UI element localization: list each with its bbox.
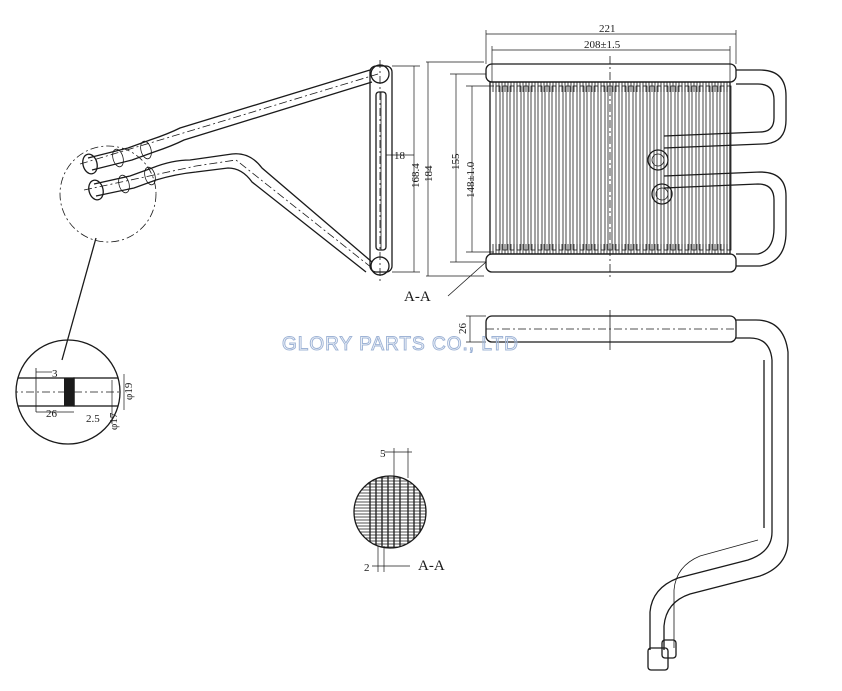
- dim-pipe-od: φ19: [123, 382, 135, 400]
- dim-height-core: 155: [450, 153, 462, 170]
- dim-height-outer: 184: [423, 165, 435, 182]
- section-label-main: A-A: [404, 289, 431, 305]
- dim-fin-pitch: 5: [380, 448, 386, 460]
- dim-thickness: 26: [457, 323, 469, 335]
- dim-overall-width: 221: [599, 23, 616, 35]
- dim-core-width: 208±1.5: [584, 39, 621, 51]
- fin-section-detail: [353, 448, 427, 572]
- dim-side-depth: 18: [394, 150, 406, 162]
- dim-pipe-id: φ17: [108, 412, 120, 430]
- pipe-end-detail: [15, 339, 125, 445]
- dim-pipe-wall: 2.5: [86, 413, 100, 425]
- side-view: [79, 60, 484, 282]
- top-view: [466, 310, 789, 671]
- section-label-detail: A-A: [418, 558, 445, 574]
- dim-height-core-tol: 148±1.0: [465, 161, 477, 198]
- dim-pipe-length: 26: [46, 408, 58, 420]
- dim-pipe-offset: 3: [52, 368, 58, 380]
- watermark-text: GLORY PARTS CO., LTD: [282, 334, 519, 355]
- dim-fin-gap: 2: [364, 562, 370, 574]
- detail-circle-pipe: [59, 145, 157, 243]
- dim-height-side: 168.4: [410, 163, 422, 188]
- front-view: [447, 30, 787, 297]
